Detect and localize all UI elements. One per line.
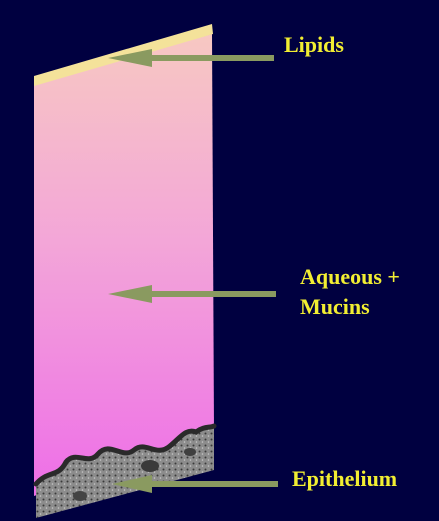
aqueous-mucin-layer [34,34,214,496]
aqueous-label-line1: Aqueous + [300,262,400,292]
epithelium-cell [184,448,196,456]
aqueous-mucins-label: Aqueous + Mucins [300,262,400,322]
epithelium-cell [141,460,159,472]
aqueous-label-line2: Mucins [300,292,400,322]
epithelium-cell [73,491,87,501]
lipids-label: Lipids [284,30,344,60]
epithelium-label: Epithelium [292,464,397,494]
